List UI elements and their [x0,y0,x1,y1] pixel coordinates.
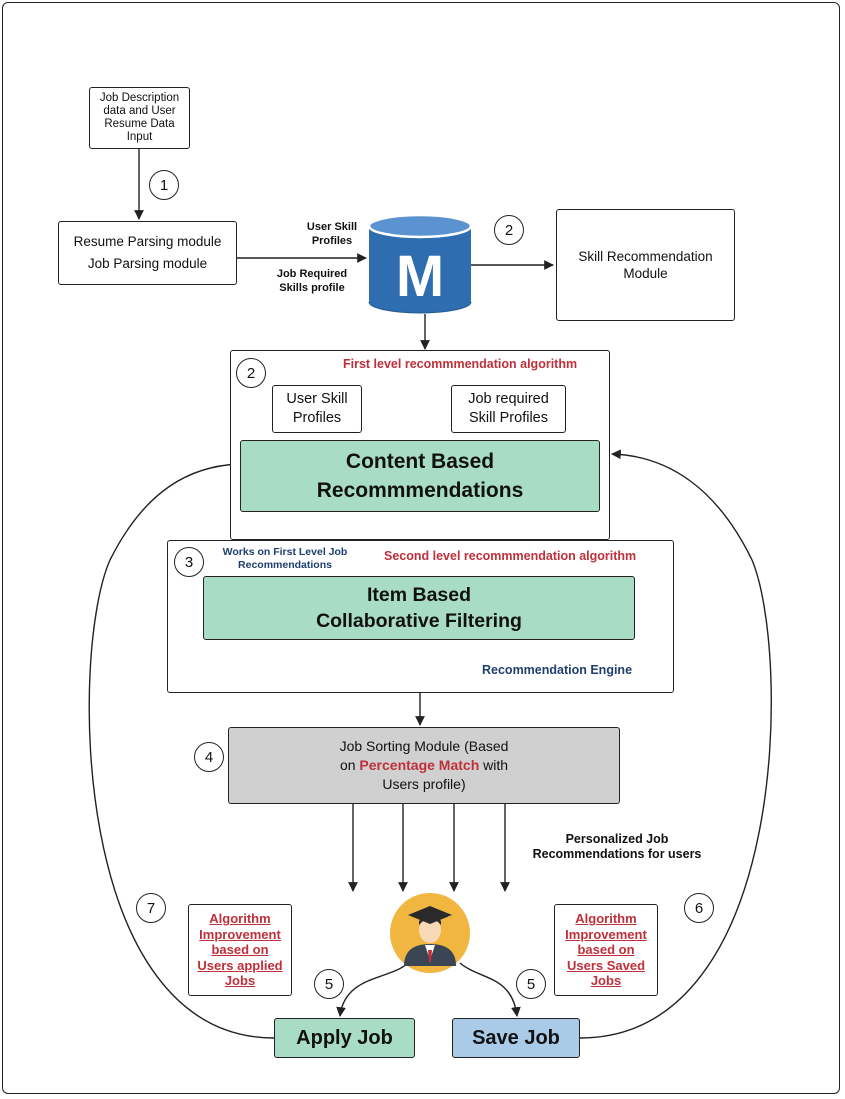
works-on-label: Works on First Level Job Recommendations [222,546,348,571]
second-level-title: Second level recommmendation algorithm [384,549,637,563]
step-4-circle: 4 [194,742,224,772]
first-level-title: First level recommmendation algorithm [343,357,578,371]
step-number: 4 [204,748,214,766]
sorting-line: Users profile) [382,776,466,792]
step-5-apply-circle: 5 [314,969,344,999]
edge-label-job-required: Job Required Skills profile [276,268,348,294]
input-data-box: Job Description data and User Resume Dat… [89,87,190,149]
apply-job-button[interactable]: Apply Job [274,1018,415,1058]
item-based-box: Item Based Collaborative Filtering [203,576,635,640]
step-5-save-circle: 5 [516,969,546,999]
input-line: Job Description [99,92,180,104]
step-2-circle: 2 [494,215,524,245]
step-number: 5 [526,975,536,993]
step-number: 7 [146,899,156,917]
arrow-user-to-apply [336,962,409,1017]
loop-apply-to-content [88,459,275,1039]
apply-job-label: Apply Job [296,1026,393,1049]
step-3-circle: 3 [174,547,204,577]
step-number: 2 [504,221,514,239]
edge-label-user-skill: User Skill Profiles [306,221,358,247]
personalized-label: Personalized Job Recommendations for use… [532,832,702,861]
user-skill-profiles-box: User Skill Profiles [272,385,362,433]
step-number: 2 [246,364,256,382]
step-7-circle: 7 [136,893,166,923]
parsing-line: Job Parsing module [87,256,208,271]
step-number: 1 [159,176,169,194]
parsing-line: Resume Parsing module [73,234,222,249]
step-number: 6 [694,899,704,917]
step-6-circle: 6 [684,893,714,923]
save-job-label: Save Job [472,1026,560,1049]
arrow-user-to-save [459,962,521,1017]
saved-improvement-note: Algorithm Improvement based on Users Sav… [554,904,658,996]
step-1-circle: 1 [149,170,179,200]
applied-improvement-note: Algorithm Improvement based on Users app… [188,904,292,996]
step-number: 5 [324,975,334,993]
step-2b-circle: 2 [236,358,266,388]
sorting-line: Job Sorting Module (Based [339,738,509,754]
input-line: Input [126,131,153,143]
parsing-module-box: Resume Parsing module Job Parsing module [58,221,237,285]
content-based-box: Content Based Recommmendations [240,440,600,512]
save-job-button[interactable]: Save Job [452,1018,580,1058]
sorting-line: on Percentage Match with [339,757,509,773]
recommendation-engine-label: Recommendation Engine [482,663,633,677]
skill-line: Skill Recommendation [578,249,713,264]
input-line: data and User [103,105,176,117]
skill-recommendation-box: Skill Recommendation Module [556,209,735,321]
step-number: 3 [184,553,194,571]
percentage-match-highlight: Percentage Match [359,757,480,773]
input-line: Resume Data [104,118,175,130]
loop-save-to-content [579,449,772,1039]
skill-line: Module [623,266,668,281]
job-sorting-module-box: Job Sorting Module (Based on Percentage … [228,727,620,804]
job-skill-profiles-box: Job required Skill Profiles [451,385,566,433]
